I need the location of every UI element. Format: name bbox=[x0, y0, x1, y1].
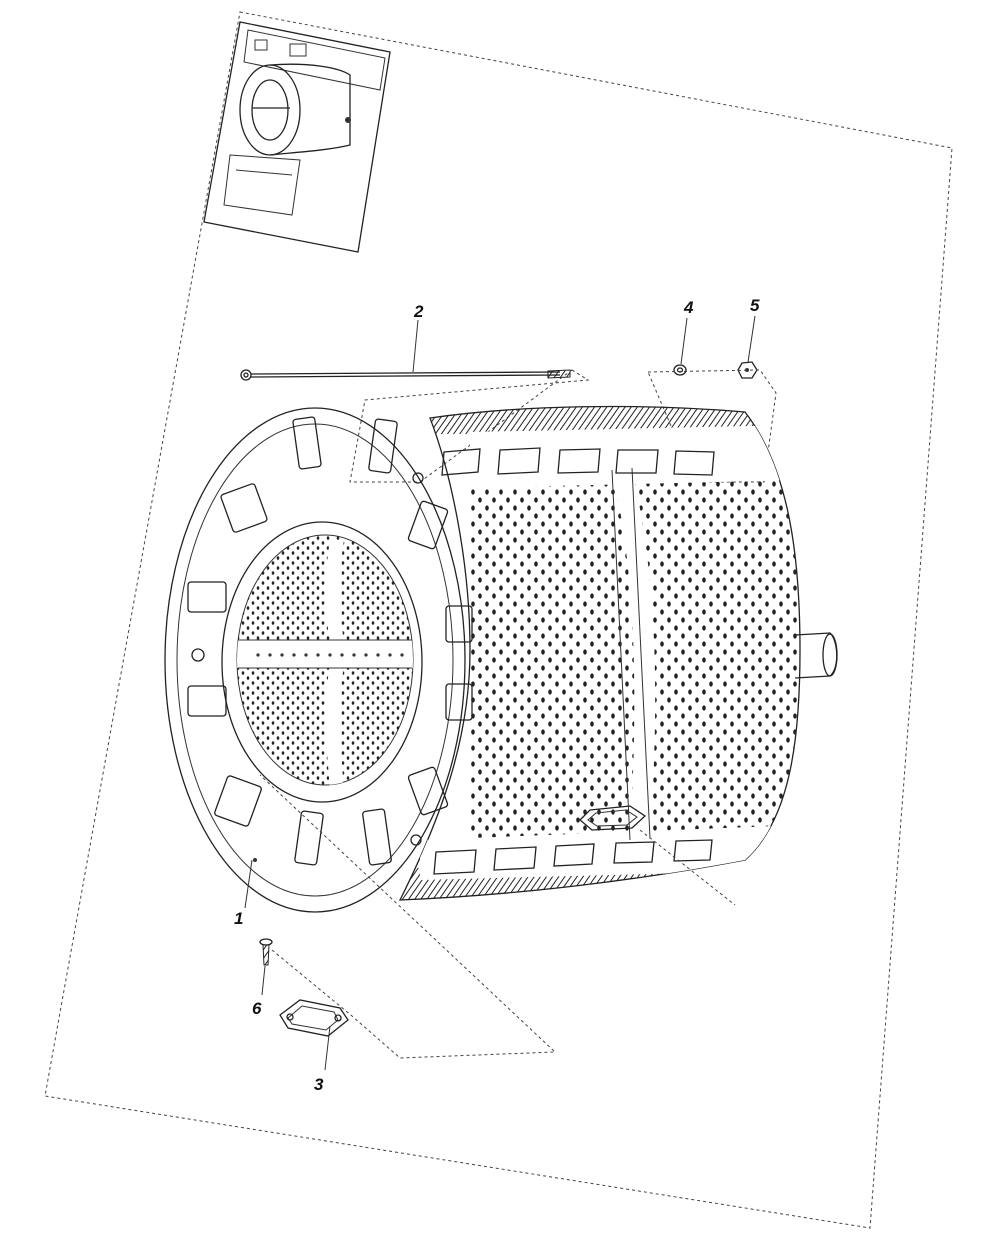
part-5-nut bbox=[737, 315, 758, 379]
leader-3-6 bbox=[259, 774, 557, 1059]
callout-5: 5 bbox=[750, 296, 760, 315]
callout-3: 3 bbox=[314, 1075, 324, 1094]
part-4-washer bbox=[673, 317, 688, 376]
part-1-drum bbox=[164, 405, 838, 913]
callout-2: 2 bbox=[413, 302, 424, 321]
part-6-screw bbox=[259, 938, 273, 996]
callout-1: 1 bbox=[234, 909, 243, 928]
access-opening bbox=[579, 805, 647, 831]
locator-thumbnail bbox=[203, 21, 391, 253]
front-ring-slots bbox=[187, 416, 473, 866]
leader-access bbox=[639, 829, 736, 906]
lifter-hole-row bbox=[256, 653, 404, 657]
page-border bbox=[44, 11, 953, 1229]
part-3-cover-plate bbox=[279, 999, 349, 1071]
upper-slot-row bbox=[441, 447, 715, 476]
lower-slot-row bbox=[433, 839, 713, 875]
callout-4: 4 bbox=[683, 298, 694, 317]
callout-6: 6 bbox=[252, 999, 262, 1018]
